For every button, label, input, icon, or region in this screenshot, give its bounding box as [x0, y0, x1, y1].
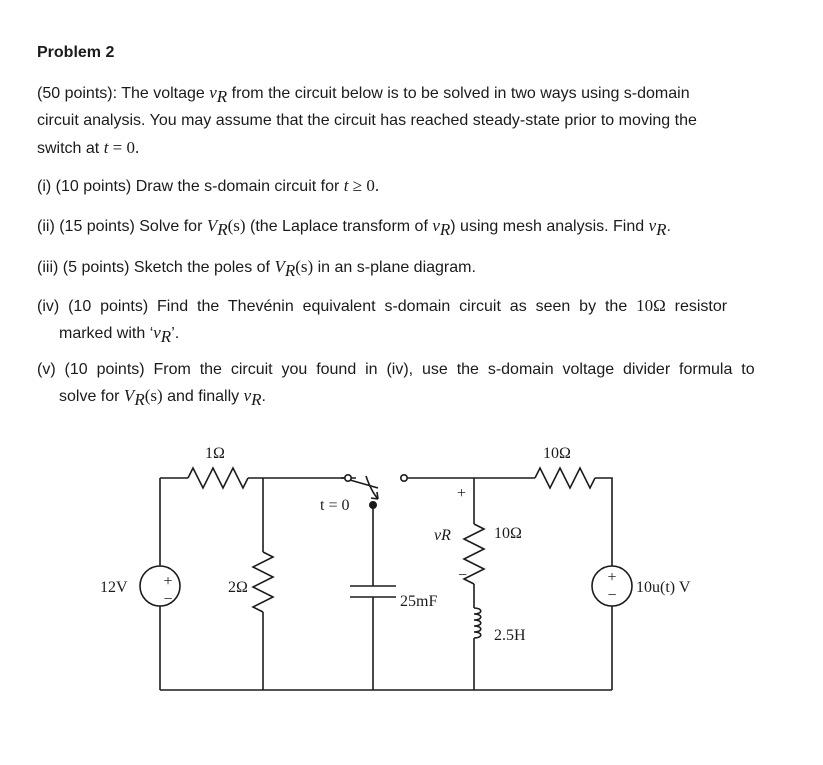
resistor-1ohm — [187, 466, 249, 490]
source-10u — [591, 565, 633, 607]
label-25mF: 25mF — [400, 593, 437, 610]
switch-blade — [349, 479, 379, 489]
part-iv: (iv) (10 points) Find the Thevénin equiv… — [37, 296, 728, 347]
part-ii: (ii) (15 points) Solve for VR(s) (the La… — [37, 216, 671, 240]
part-iii: (iii) (5 points) Sketch the poles of VR(… — [37, 257, 476, 281]
intro-line-3: switch at t = 0. — [37, 138, 140, 157]
inductor-2.5H — [473, 607, 482, 639]
resistor-10ohm-vertical — [462, 523, 486, 585]
label-2.5H: 2.5H — [494, 627, 526, 644]
label-10ohm-horizontal: 10Ω — [543, 445, 571, 462]
label-vr-minus: − — [458, 567, 467, 584]
intro-line-2: circuit analysis. You may assume that th… — [37, 112, 697, 129]
switch-contact-lower — [368, 500, 377, 509]
label-10u: 10u(t) V — [636, 579, 691, 596]
resistor-2ohm — [251, 551, 275, 613]
source-12v-plus: + — [163, 573, 172, 590]
resistor-10ohm-horizontal — [534, 466, 596, 490]
label-2ohm: 2Ω — [228, 579, 248, 596]
source-10u-minus: − — [607, 587, 616, 604]
source-12v — [139, 565, 181, 607]
label-1ohm: 1Ω — [205, 445, 225, 462]
circuit-diagram: + − + − 12V 10u(t) V 1Ω 2Ω t = 0 25mF + … — [100, 445, 691, 691]
part-i: (i) (10 points) Draw the s-domain circui… — [37, 176, 380, 195]
intro-line-1: (50 points): The voltage vR from the cir… — [37, 83, 690, 107]
source-10u-plus: + — [607, 569, 616, 586]
wire-right-upper — [595, 477, 613, 566]
switch-arrow — [370, 491, 379, 500]
switch-contact-right — [399, 473, 408, 482]
label-switch-time: t = 0 — [320, 497, 349, 514]
label-vr: vR — [434, 527, 451, 544]
label-10ohm-vertical: 10Ω — [494, 525, 522, 542]
label-12v: 12V — [100, 579, 128, 596]
switch-arc — [365, 475, 379, 500]
label-vr-plus: + — [457, 485, 466, 502]
part-v: (v) (10 points) From the circuit you fou… — [37, 361, 755, 410]
problem-title: Problem 2 — [37, 44, 115, 61]
source-12v-minus: − — [163, 591, 172, 608]
